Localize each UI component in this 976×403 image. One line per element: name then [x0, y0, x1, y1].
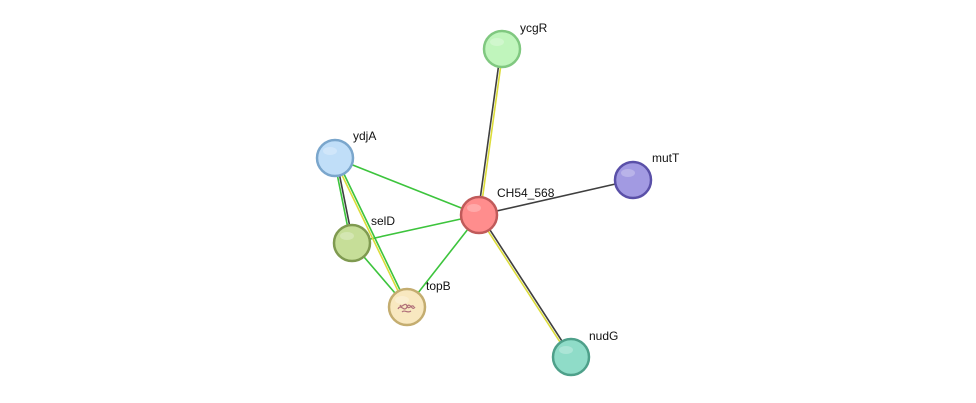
nodes-layer: CH54_568 ycgR mutT ydjA selD topB nudG [315, 21, 680, 377]
node-circle[interactable] [315, 138, 355, 178]
node-seld[interactable]: selD [332, 214, 395, 263]
edge-evidence-line [334, 157, 480, 216]
edge-ydja-topb[interactable] [333, 157, 409, 308]
node-highlight [467, 204, 481, 212]
edge-evidence-line [479, 49, 504, 216]
node-circle[interactable] [613, 160, 653, 200]
node-highlight [490, 38, 504, 46]
edge-ch54_568-mutt[interactable] [478, 179, 634, 216]
edge-evidence-line [477, 215, 571, 359]
node-highlight [395, 296, 409, 304]
edge-evidence-line [479, 213, 573, 357]
node-highlight [621, 169, 635, 177]
node-label: selD [371, 214, 395, 228]
edge-evidence-line [333, 158, 407, 308]
node-highlight [323, 147, 337, 155]
edge-ch54_568-ycgr[interactable] [477, 48, 504, 216]
node-label: ycgR [520, 21, 548, 35]
edge-ch54_568-nudg[interactable] [477, 213, 573, 359]
protein-structure-icon [397, 303, 416, 313]
node-label: topB [426, 279, 451, 293]
node-mutt[interactable]: mutT [613, 151, 680, 200]
node-label: mutT [652, 151, 680, 165]
node-nudg[interactable]: nudG [551, 329, 618, 377]
edge-evidence-line [478, 179, 634, 216]
edge-evidence-line [335, 157, 409, 307]
edge-ch54_568-ydja[interactable] [334, 157, 480, 216]
node-circle[interactable] [459, 195, 499, 235]
node-ycgr[interactable]: ycgR [482, 21, 548, 69]
node-label: nudG [589, 329, 618, 343]
node-ydja[interactable]: ydjA [315, 129, 376, 178]
node-ch54_568[interactable]: CH54_568 [459, 186, 555, 235]
node-highlight [559, 346, 573, 354]
node-label: ydjA [353, 129, 376, 143]
node-circle[interactable] [332, 223, 372, 263]
node-circle[interactable] [482, 29, 522, 69]
node-label: CH54_568 [497, 186, 555, 200]
edge-evidence-line [406, 214, 480, 308]
node-circle[interactable] [551, 337, 591, 377]
edge-ch54_568-topb[interactable] [406, 214, 480, 308]
node-highlight [340, 232, 354, 240]
node-topb[interactable]: topB [387, 279, 451, 327]
edge-evidence-line [477, 48, 502, 215]
